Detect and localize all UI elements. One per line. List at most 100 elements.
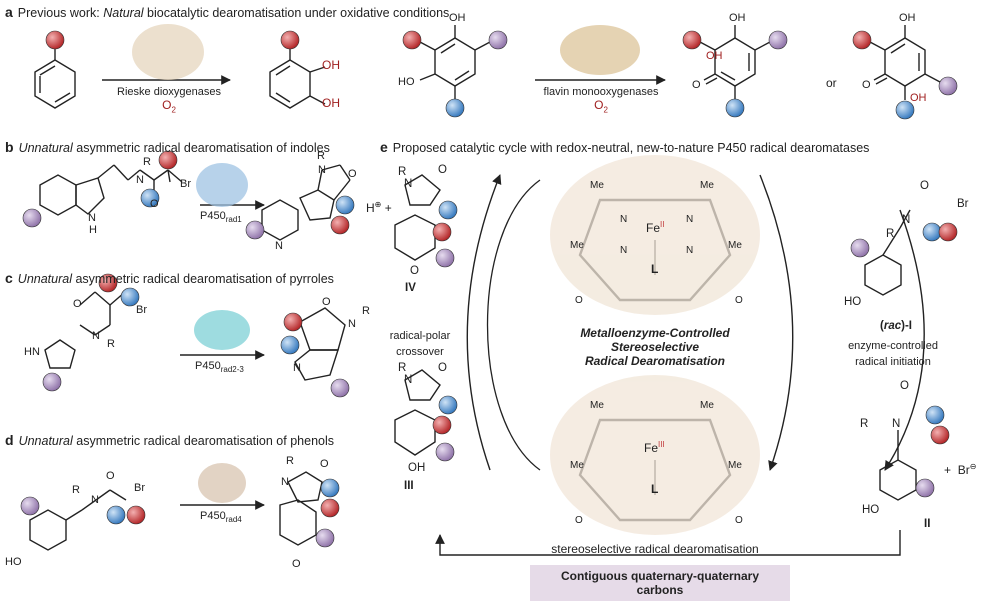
r-label-iii: R xyxy=(398,362,407,374)
me-label-8: Me xyxy=(728,460,742,471)
n-label-b1: N xyxy=(136,174,144,186)
o2-label-1: O2 xyxy=(162,98,176,115)
n-label-i: N xyxy=(902,214,911,226)
h-label-b2: H xyxy=(89,224,97,236)
o-label-b3: O xyxy=(348,168,357,180)
protein-p450-rad4 xyxy=(198,463,246,503)
me-label-5: Me xyxy=(590,400,604,411)
panel-a-letter: a xyxy=(5,4,13,20)
n-porph-4: N xyxy=(686,245,694,256)
o-label-b1: O xyxy=(150,198,159,210)
protein-p450-rad1 xyxy=(196,163,248,207)
n-porph-3: N xyxy=(620,245,628,256)
o-label-iii: O xyxy=(438,362,447,374)
o-label-iv2: O xyxy=(410,265,419,277)
oh-label-2: OH xyxy=(322,96,340,110)
ho-label-1: HO xyxy=(398,76,415,88)
me-label-3: Me xyxy=(570,240,584,251)
n-label-b3: N xyxy=(318,164,326,176)
r-label-d1: R xyxy=(72,484,80,496)
r-label-iv: R xyxy=(398,166,407,178)
n-label-d2: N xyxy=(281,476,289,488)
o-label-d1: O xyxy=(106,470,115,482)
axial-ligand-top: L xyxy=(651,262,659,276)
o2-label-2: O2 xyxy=(594,98,608,115)
o-porph-1: O xyxy=(575,295,583,306)
oh-label-7: OH xyxy=(910,92,927,104)
panel-e-heading: e Proposed catalytic cycle with redox-neu… xyxy=(380,139,869,155)
catalyst-c: P450rad2-3 xyxy=(195,360,244,375)
oh-label-3: OH xyxy=(449,12,466,24)
o-label-iv: O xyxy=(438,164,447,176)
fe2-label: FeII xyxy=(646,220,665,235)
n-porph-1: N xyxy=(620,214,628,225)
ho-label-ii: HO xyxy=(862,504,880,516)
n-label-c2: N xyxy=(348,318,356,330)
n-label-d1: N xyxy=(91,494,99,506)
axial-ligand-bottom: L xyxy=(651,482,659,496)
hn-label-c1: HN xyxy=(24,346,40,358)
protein-p450-rad2 xyxy=(194,310,250,350)
bottom-step-label: stereoselective radical dearomatisation xyxy=(551,542,759,556)
panel-e-heading-text: Proposed catalytic cycle with redox-neut… xyxy=(392,141,870,155)
compound-iii-label: III xyxy=(404,480,414,492)
br-label-i: Br xyxy=(957,198,969,210)
r-label-b3: R xyxy=(317,150,325,162)
r-label-d2: R xyxy=(286,455,294,467)
r-label-i: R xyxy=(886,228,895,240)
plus-bromide: + Br⊖ xyxy=(944,462,977,477)
o-porph-4: O xyxy=(735,515,743,526)
r-label-c1: R xyxy=(107,338,115,350)
panel-c-heading-em: Unnatural xyxy=(17,272,72,286)
o-label-d3: O xyxy=(292,558,301,570)
panel-b-heading-em: Unnatural xyxy=(18,141,73,155)
oh-label-6: OH xyxy=(899,12,916,24)
oh-label-5: OH xyxy=(729,12,746,24)
compound-ii-label: II xyxy=(924,518,931,530)
me-label-4: Me xyxy=(728,240,742,251)
n-label-c3: N xyxy=(293,362,301,374)
oh-label-1: OH xyxy=(322,58,340,72)
r-label-b1: R xyxy=(143,156,151,168)
catalyst-d: P450rad4 xyxy=(200,510,242,525)
proton-label: H⊕ + xyxy=(366,200,392,215)
panel-d-letter: d xyxy=(5,432,14,448)
me-label-1: Me xyxy=(590,180,604,191)
n-label-c1: N xyxy=(92,330,100,342)
panel-d-heading-em: Unnatural xyxy=(18,434,73,448)
quaternary-carbons-box: Contiguous quaternary-quaternary carbons xyxy=(530,565,790,601)
br-label-d1: Br xyxy=(134,482,145,494)
o-label-c2: O xyxy=(322,296,331,308)
oh-label-iii: OH xyxy=(408,462,426,474)
n-label-b2: N xyxy=(88,212,96,224)
o-label-i: O xyxy=(920,180,929,192)
protein-rieske xyxy=(132,24,204,80)
ho-label-i: HO xyxy=(844,296,862,308)
o-label-ii: O xyxy=(900,380,909,392)
catalyst-b: P450rad1 xyxy=(200,210,242,225)
compound-i-label: (rac)-I xyxy=(880,320,912,332)
rieske-label: Rieske dioxygenases xyxy=(117,86,221,98)
br-label-c1: Br xyxy=(136,304,147,316)
oh-label-4: OH xyxy=(706,50,723,62)
enzyme-label-flavin: flavin monooxygenases O2 xyxy=(540,86,662,114)
panel-b-letter: b xyxy=(5,139,14,155)
n-label-iv: N xyxy=(404,178,413,190)
flavin-label: flavin monooxygenases xyxy=(543,86,659,98)
o-label-c1: O xyxy=(73,298,82,310)
n-label-ii: N xyxy=(892,418,901,430)
o-label-2: O xyxy=(862,79,871,91)
panel-a-heading-pre: Previous work: xyxy=(17,6,104,20)
o-porph-2: O xyxy=(735,295,743,306)
br-label-b1: Br xyxy=(180,178,191,190)
panel-c-letter: c xyxy=(5,270,13,286)
panel-e-letter: e xyxy=(380,139,388,155)
ho-label-d1: HO xyxy=(5,556,22,568)
